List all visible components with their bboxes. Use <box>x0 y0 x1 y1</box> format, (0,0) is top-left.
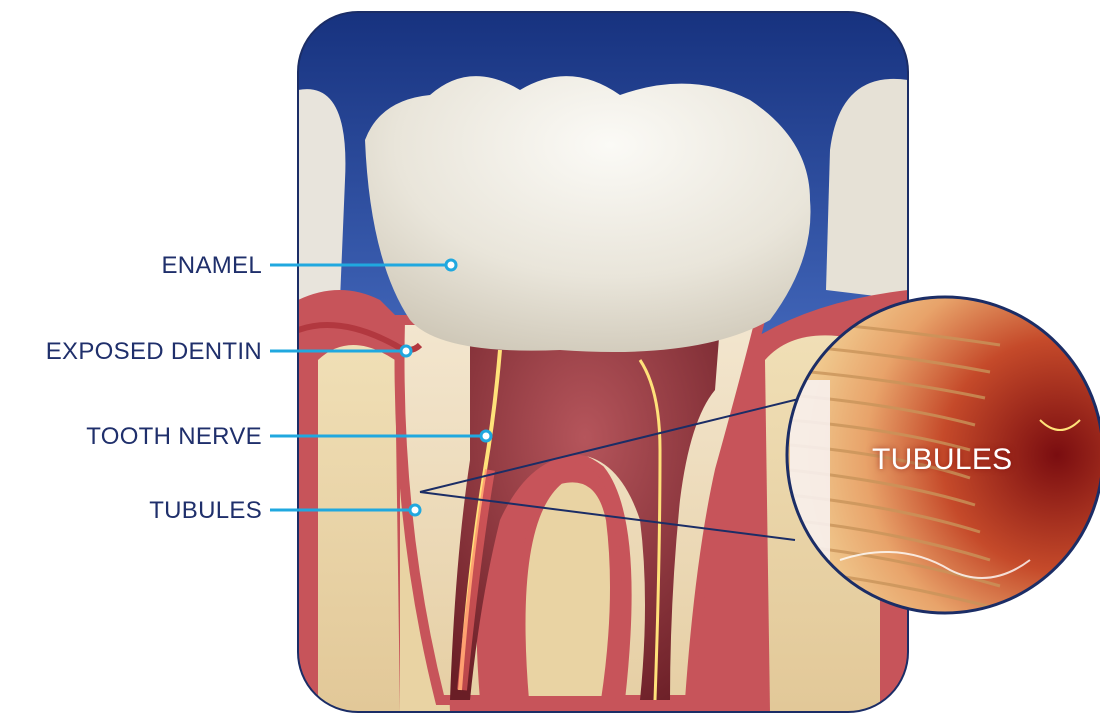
exposed-dentin-marker <box>401 346 411 356</box>
tooth-nerve-label: TOOTH NERVE <box>86 425 262 449</box>
zoom-tubules-label: TUBULES <box>872 445 1012 475</box>
neighbor-tooth-left <box>298 89 345 320</box>
exposed-dentin-label: EXPOSED DENTIN <box>46 340 262 364</box>
tooth-nerve-marker <box>481 431 491 441</box>
enamel-label: ENAMEL <box>162 254 263 278</box>
tubules-marker <box>410 505 420 515</box>
enamel <box>365 76 811 352</box>
tubules-label: TUBULES <box>149 499 262 523</box>
enamel-marker <box>446 260 456 270</box>
